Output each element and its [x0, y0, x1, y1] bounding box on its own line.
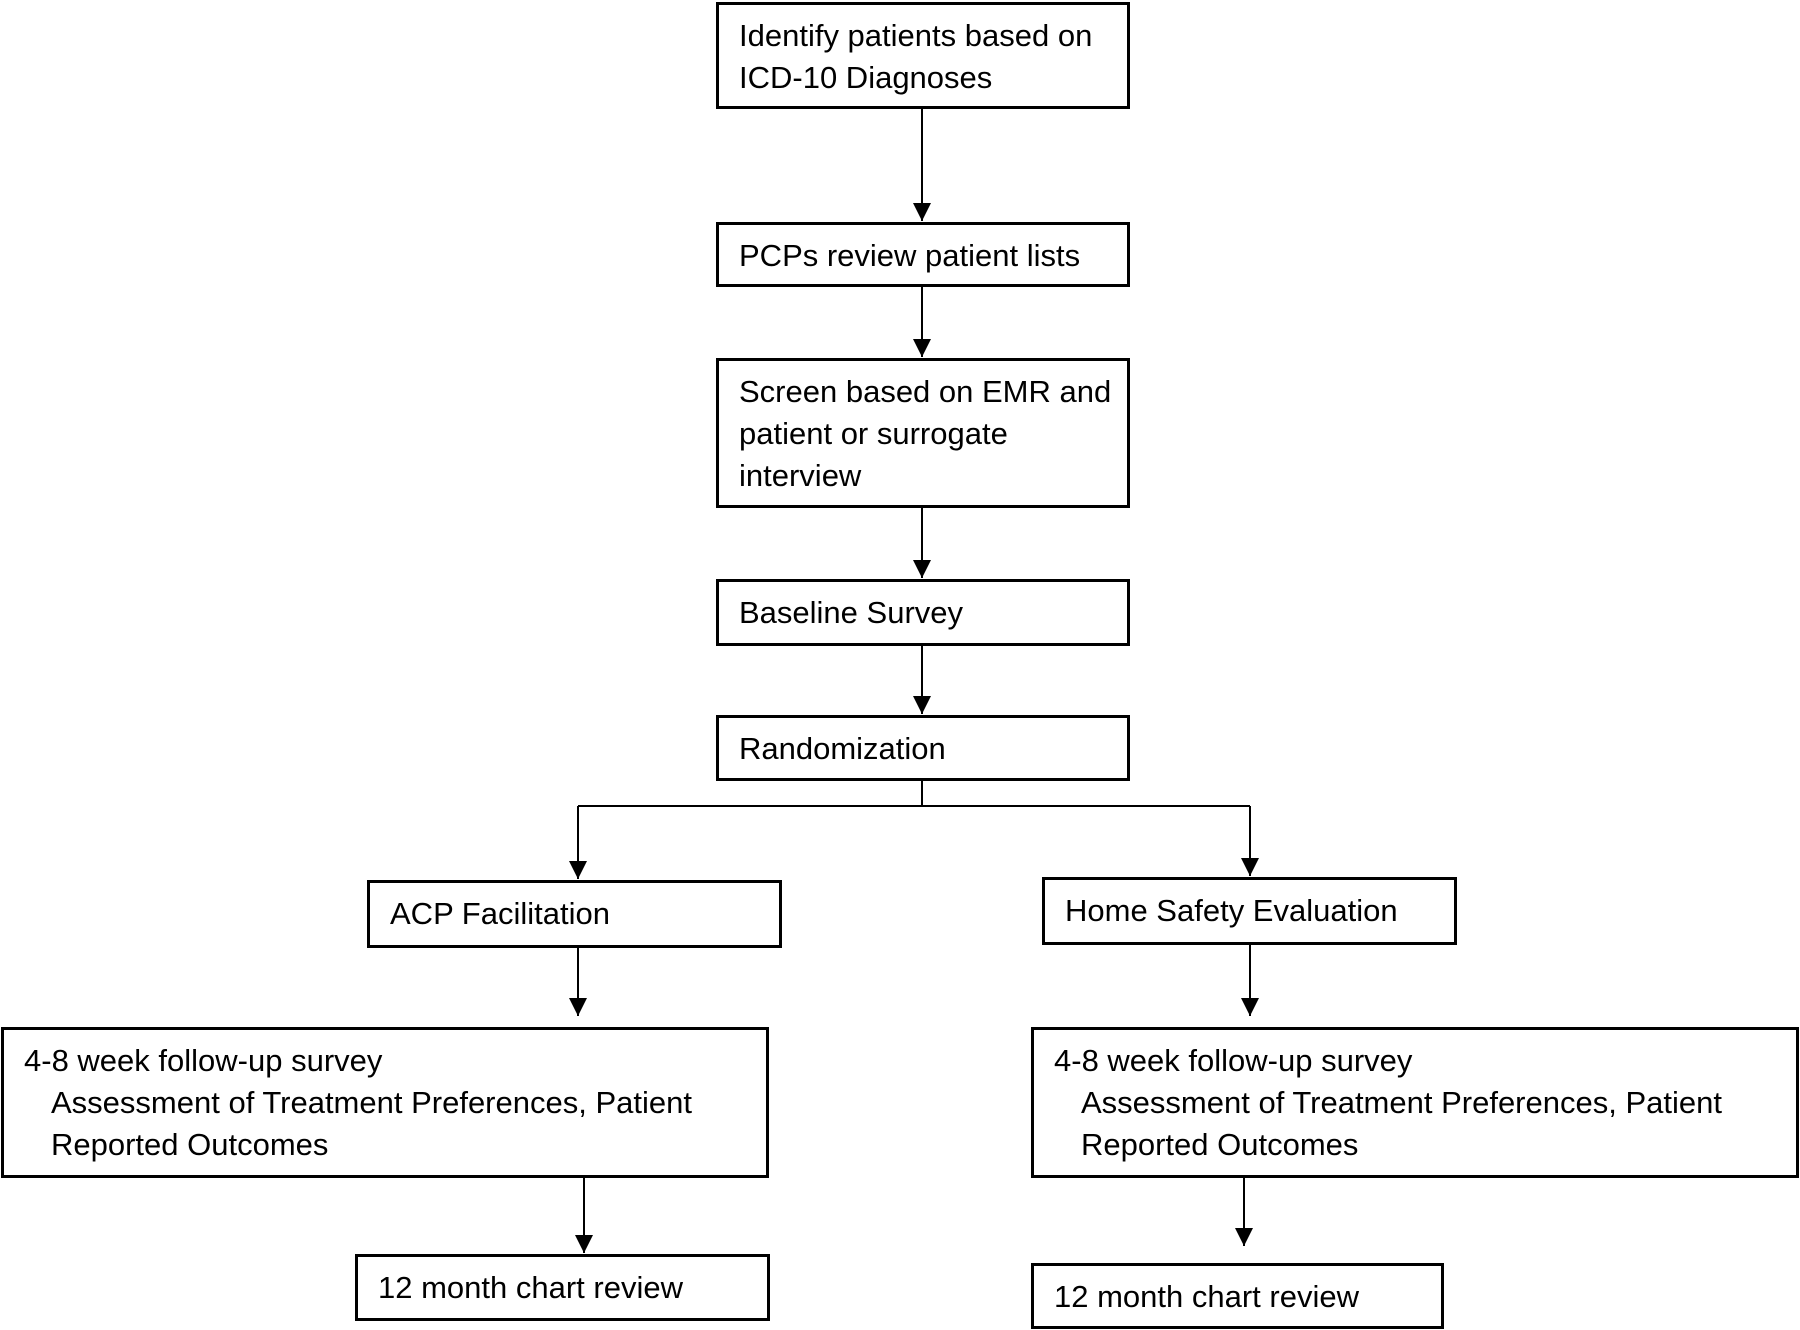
step-text-line: 12 month chart review: [378, 1270, 683, 1305]
step-text-line: patient or surrogate: [739, 416, 1008, 451]
step-text-line: Randomization: [739, 731, 946, 766]
step-text-line: Screen based on EMR and: [739, 374, 1112, 409]
step-randomization: Randomization: [716, 715, 1130, 781]
followup-detail-line: Reported Outcomes: [1081, 1127, 1359, 1162]
step-text-line: interview: [739, 458, 862, 493]
arm-left-intervention: ACP Facilitation: [367, 880, 782, 948]
step-text-line: PCPs review patient lists: [739, 238, 1081, 273]
arm-left-followup-survey: 4-8 week follow-up survey Assessment of …: [1, 1027, 769, 1178]
followup-title: 4-8 week follow-up survey: [24, 1043, 383, 1078]
followup-detail-line: Assessment of Treatment Preferences, Pat…: [1081, 1085, 1722, 1120]
arm-left-chart-review: 12 month chart review: [355, 1254, 770, 1321]
step-text-line: Home Safety Evaluation: [1065, 893, 1398, 928]
step-text-line: ACP Facilitation: [390, 896, 610, 931]
step-baseline-survey: Baseline Survey: [716, 579, 1130, 646]
step-text-line: 12 month chart review: [1054, 1279, 1359, 1314]
arm-right-intervention: Home Safety Evaluation: [1042, 877, 1457, 945]
followup-detail-line: Reported Outcomes: [51, 1127, 329, 1162]
arm-right-followup-survey: 4-8 week follow-up survey Assessment of …: [1031, 1027, 1799, 1178]
step-screen: Screen based on EMR and patient or surro…: [716, 358, 1130, 508]
step-text-line: ICD-10 Diagnoses: [739, 60, 993, 95]
step-text-line: Identify patients based on: [739, 18, 1093, 53]
arm-right-chart-review: 12 month chart review: [1031, 1263, 1444, 1329]
followup-title: 4-8 week follow-up survey: [1054, 1043, 1413, 1078]
step-text-line: Baseline Survey: [739, 595, 964, 630]
step-identify-patients: Identify patients based on ICD-10 Diagno…: [716, 2, 1130, 109]
followup-detail-line: Assessment of Treatment Preferences, Pat…: [51, 1085, 692, 1120]
step-pcp-review: PCPs review patient lists: [716, 222, 1130, 287]
